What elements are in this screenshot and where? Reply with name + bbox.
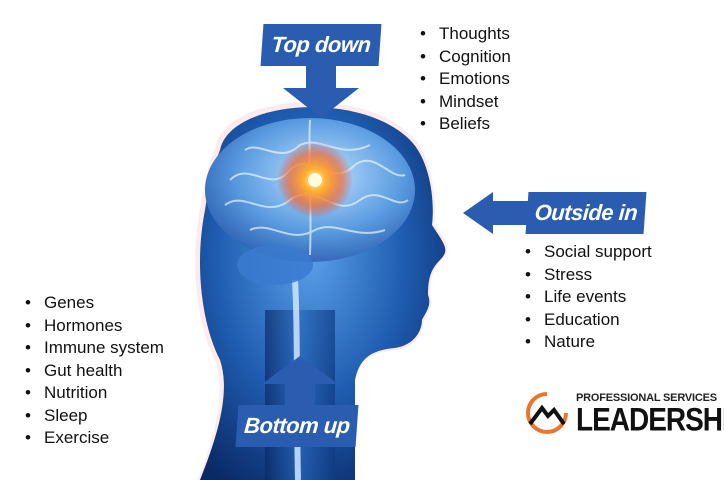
list-item: Immune system: [20, 337, 164, 360]
outside-in-list: Social support Stress Life events Educat…: [520, 241, 652, 354]
list-item: Gut health: [20, 360, 164, 383]
bottom-up-arrow: [262, 356, 338, 406]
list-item: Cognition: [415, 46, 511, 69]
list-item: Exercise: [20, 427, 164, 450]
bottom-up-list: Genes Hormones Immune system Gut health …: [20, 292, 164, 450]
top-down-list: Thoughts Cognition Emotions Mindset Beli…: [415, 23, 511, 136]
list-item: Hormones: [20, 315, 164, 338]
list-item: Social support: [520, 241, 652, 264]
list-item: Mindset: [415, 91, 511, 114]
list-item: Life events: [520, 286, 652, 309]
list-item: Emotions: [415, 68, 511, 91]
list-item: Nature: [520, 331, 652, 354]
outside-in-arrow: [463, 192, 529, 234]
list-item: Genes: [20, 292, 164, 315]
top-down-label: Top down: [261, 24, 382, 66]
mountain-logo-icon: [524, 390, 570, 436]
list-item: Beliefs: [415, 113, 511, 136]
brand-logo: PROFESSIONAL SERVICES LEADERSHIP: [524, 388, 704, 440]
list-item: Thoughts: [415, 23, 511, 46]
list-item: Nutrition: [20, 382, 164, 405]
top-down-arrow: [283, 66, 359, 118]
bottom-up-label: Bottom up: [236, 405, 359, 447]
list-item: Stress: [520, 264, 652, 287]
list-item: Education: [520, 309, 652, 332]
list-item: Sleep: [20, 405, 164, 428]
logo-line-2: LEADERSHIP: [576, 404, 724, 436]
outside-in-label: Outside in: [526, 192, 647, 234]
